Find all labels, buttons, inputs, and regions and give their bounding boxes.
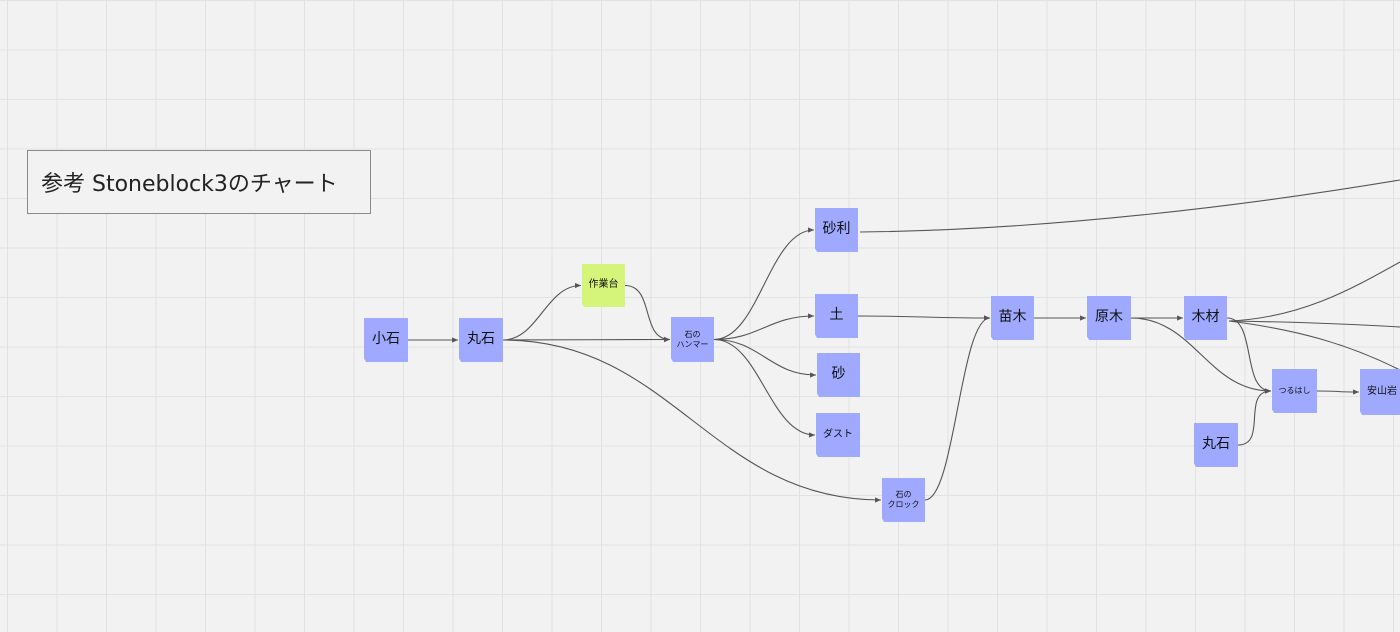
connector-planks-to-pickaxe[interactable]	[1226, 317, 1272, 394]
sticky-note-label: 土	[829, 307, 844, 324]
sticky-note-label: 苗木	[998, 309, 1027, 326]
sticky-note-cobble2[interactable]: 丸石	[1194, 423, 1238, 467]
sticky-note-gravel[interactable]: 砂利	[815, 208, 858, 252]
sticky-note-label: 作業台	[588, 279, 619, 291]
sticky-note-label: 安山岩	[1367, 385, 1397, 397]
connector-pickaxe-to-andesite[interactable]	[1316, 389, 1360, 395]
sticky-note-stone-crook[interactable]: 石の クロック	[882, 478, 925, 522]
sticky-note-label: つるはし	[1278, 386, 1311, 395]
connector-log-to-pickaxe[interactable]	[1130, 317, 1272, 394]
connector-planks-offscreen[interactable]	[1228, 261, 1400, 322]
connector-gravel-offscreen[interactable]	[859, 179, 1400, 233]
sticky-note-crafting-table[interactable]: 作業台	[582, 264, 625, 307]
connector-dirt-to-sapling[interactable]	[857, 315, 991, 321]
connector-cobble1-to-stone-hammer[interactable]	[502, 336, 671, 343]
sticky-note-label: 木材	[1191, 309, 1220, 326]
sticky-note-label: 砂	[831, 366, 846, 383]
connector-planks-offscreen[interactable]	[1228, 320, 1400, 328]
sticky-note-sapling[interactable]: 苗木	[991, 296, 1034, 340]
connector-stone-crook-to-sapling[interactable]	[924, 315, 991, 501]
sticky-note-dirt[interactable]: 土	[815, 294, 858, 338]
sticky-note-sand[interactable]: 砂	[817, 353, 860, 397]
connector-planks-offscreen[interactable]	[1228, 320, 1400, 371]
sticky-note-label: 丸石	[467, 331, 495, 348]
sticky-note-label: 石の クロック	[887, 490, 920, 509]
sticky-note-pickaxe[interactable]: つるはし	[1272, 369, 1317, 413]
sticky-note-label: 原木	[1095, 309, 1123, 326]
sticky-note-label: 小石	[372, 331, 400, 348]
connector-cobble1-to-stone-crook[interactable]	[502, 339, 882, 503]
sticky-note-planks[interactable]: 木材	[1184, 296, 1227, 340]
board-title: 参考 Stoneblock3のチャート	[41, 172, 338, 197]
sticky-note-andesite[interactable]: 安山岩	[1360, 369, 1400, 415]
connector-stone-hammer-to-dust[interactable]	[713, 338, 816, 438]
connector-stone-hammer-to-sand[interactable]	[713, 338, 817, 378]
sticky-note-label: 砂利	[822, 221, 851, 238]
connector-crafting-table-to-stone-hammer[interactable]	[624, 284, 671, 343]
sticky-note-stone-hammer[interactable]: 石の ハンマー	[671, 317, 714, 362]
sticky-note-label: ダスト	[823, 428, 853, 440]
sticky-note-cobble1[interactable]: 丸石	[459, 318, 503, 362]
connector-cobble2-to-pickaxe[interactable]	[1237, 388, 1272, 446]
sticky-note-dust[interactable]: ダスト	[816, 413, 860, 457]
board-title-frame[interactable]: 参考 Stoneblock3のチャート	[27, 150, 371, 214]
sticky-note-pebble[interactable]: 小石	[364, 318, 408, 362]
connector-stone-hammer-to-gravel[interactable]	[713, 227, 815, 341]
connector-cobble1-to-crafting-table[interactable]	[502, 282, 582, 341]
connector-stone-hammer-to-dirt[interactable]	[713, 313, 815, 341]
sticky-note-log[interactable]: 原木	[1087, 296, 1131, 340]
sticky-note-label: 丸石	[1202, 436, 1230, 453]
sticky-note-label: 石の ハンマー	[676, 329, 709, 349]
